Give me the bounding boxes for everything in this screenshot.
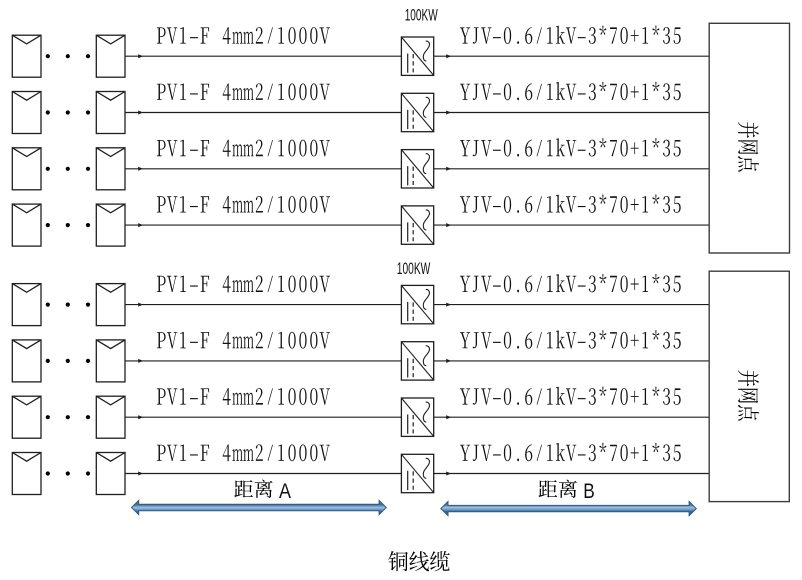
svg-text:100KW: 100KW xyxy=(397,259,431,278)
svg-text:B: B xyxy=(583,479,595,503)
svg-text:100KW: 100KW xyxy=(405,5,438,24)
svg-text:A: A xyxy=(279,479,292,503)
